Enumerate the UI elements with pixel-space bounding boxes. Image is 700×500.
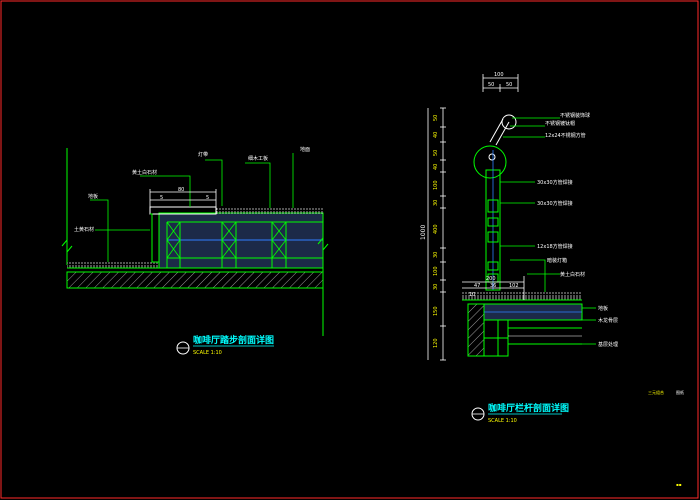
vdim-2: 50 — [433, 150, 439, 156]
label-tube-2: 30x30方管焊接 — [537, 200, 573, 207]
decorative-ball — [501, 114, 517, 130]
label-support: 基层处理 — [598, 341, 618, 348]
vdim-1: 40 — [433, 132, 439, 138]
bottom-right-mark: ▪▪ — [676, 482, 682, 487]
vdim-10: 150 — [433, 306, 439, 316]
step-section-detail: 黄土白石材 灯带 细木工板 地面 地板 土黄石材 80 5 5 咖啡厅踏步剖面详… — [61, 146, 329, 356]
top-dim-100: 100 — [494, 72, 504, 78]
railing-detail-scale: SCALE 1:10 — [488, 418, 517, 424]
label-pipe-top: 12x24不锈钢方管 — [545, 132, 586, 139]
label-stone-side: 土黄石材 — [74, 226, 94, 233]
vdim-8: 100 — [433, 266, 439, 276]
top-dim-50b: 50 — [506, 82, 512, 88]
railing-detail-title: 咖啡厅栏杆剖面详图 — [488, 402, 569, 414]
corner-note-left: 三元组合 — [648, 389, 664, 395]
step-detail-title: 咖啡厅踏步剖面详图 — [193, 334, 274, 346]
vdim-0: 50 — [433, 115, 439, 121]
label-board-left: 地板 — [88, 193, 98, 200]
step-detail-scale: SCALE 1:10 — [193, 350, 222, 356]
dim-5b: 5 — [206, 195, 209, 201]
label-woodwork: 细木工板 — [248, 155, 268, 162]
dim-80: 80 — [178, 187, 184, 193]
base-hatch — [467, 303, 485, 357]
vdim-4: 100 — [433, 180, 439, 190]
vdim-6: 400 — [433, 224, 439, 234]
label-floor-top: 地面 — [300, 146, 310, 153]
label-base: 木龙骨层 — [598, 317, 618, 324]
hdim-102: 102 — [509, 283, 519, 289]
label-top-stone: 黄土白石材 — [132, 169, 157, 176]
label-tube-3: 12x18方管焊接 — [537, 243, 573, 250]
label-cap: 不锈钢镀钛帽 — [545, 120, 575, 127]
vdim-7: 30 — [433, 252, 439, 258]
rail-cap-circle — [473, 145, 507, 179]
railing-section-detail: 100 50 50 50 40 50 40 100 30 400 30 100 … — [420, 72, 618, 424]
label-ball: 不锈钢装饰球 — [560, 112, 590, 119]
hdim-47: 47 — [474, 283, 480, 289]
vdim-9: 30 — [433, 284, 439, 290]
label-tube-1: 30x30方管焊接 — [537, 179, 573, 186]
hdim-10: 10 — [469, 292, 475, 298]
label-lamp: 暗装灯箱 — [547, 257, 567, 264]
hdim-36: 36 — [490, 283, 496, 289]
top-dim-50a: 50 — [488, 82, 494, 88]
corner-note-right: 图纸 — [676, 389, 684, 395]
vdim-11: 120 — [433, 338, 439, 348]
label-stone: 黄土白石材 — [560, 271, 585, 278]
label-board: 地板 — [598, 305, 608, 312]
height-total: 1000 — [420, 225, 427, 240]
vdim-5: 30 — [433, 200, 439, 206]
hdim-200: 200 — [486, 276, 496, 282]
dim-5a: 5 — [160, 195, 163, 201]
label-light-strip: 灯带 — [198, 151, 208, 158]
vdim-3: 40 — [433, 164, 439, 170]
